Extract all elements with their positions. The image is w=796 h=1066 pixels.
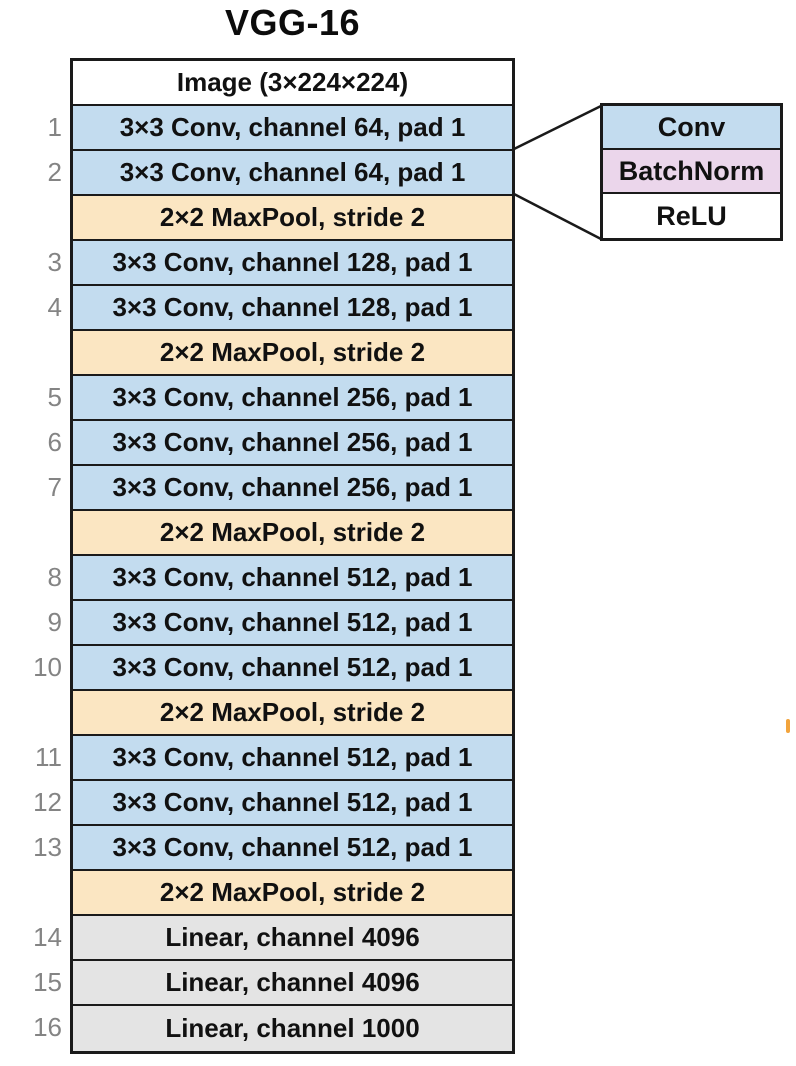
connector-line-top xyxy=(513,104,602,151)
layer-number: 15 xyxy=(33,967,62,997)
layer-row-image-0: Image (3×224×224) xyxy=(73,61,512,106)
layer-row-16: 16 Linear, channel 1000 xyxy=(33,1006,512,1051)
layer-label: 2×2 MaxPool, stride 2 xyxy=(159,697,426,727)
layer-label: 3×3 Conv, channel 256, pad 1 xyxy=(112,472,473,502)
layer-label: 3×3 Conv, channel 512, pad 1 xyxy=(112,652,473,682)
layer-number: 5 xyxy=(47,382,62,412)
vgg16-stack: Image (3×224×224) 1 3×3 Conv, channel 64… xyxy=(33,58,515,1054)
layer-number: 4 xyxy=(47,292,62,322)
layer-row-13: 13 3×3 Conv, channel 512, pad 1 xyxy=(33,826,512,871)
layer-label: 3×3 Conv, channel 512, pad 1 xyxy=(112,832,473,862)
layer-label: Linear, channel 4096 xyxy=(165,967,420,997)
layer-label: 3×3 Conv, channel 128, pad 1 xyxy=(112,292,473,322)
layer-number: 14 xyxy=(33,922,62,952)
layer-row-pool-3: 2×2 MaxPool, stride 2 xyxy=(73,196,512,241)
layer-number: 10 xyxy=(33,652,62,682)
layer-number: 16 xyxy=(33,1012,62,1042)
layer-label: 3×3 Conv, channel 256, pad 1 xyxy=(112,382,473,412)
layer-label: 2×2 MaxPool, stride 2 xyxy=(159,337,426,367)
layer-label: 3×3 Conv, channel 512, pad 1 xyxy=(112,787,473,817)
layer-label: 3×3 Conv, channel 128, pad 1 xyxy=(112,247,473,277)
layer-number: 6 xyxy=(47,427,62,457)
connector-line-bottom xyxy=(513,192,602,241)
stray-orange-mark xyxy=(786,719,790,733)
layer-row-5: 5 3×3 Conv, channel 256, pad 1 xyxy=(48,376,512,421)
layer-number: 13 xyxy=(33,832,62,862)
layer-row-2: 2 3×3 Conv, channel 64, pad 1 xyxy=(48,151,512,196)
layer-row-pool-14: 2×2 MaxPool, stride 2 xyxy=(73,691,512,736)
layer-number: 8 xyxy=(47,562,62,592)
layer-row-8: 8 3×3 Conv, channel 512, pad 1 xyxy=(48,556,512,601)
layer-number xyxy=(20,511,62,554)
layer-number xyxy=(20,61,62,104)
layer-number: 9 xyxy=(47,607,62,637)
layer-label: 3×3 Conv, channel 512, pad 1 xyxy=(112,562,473,592)
layer-label: 3×3 Conv, channel 256, pad 1 xyxy=(112,427,473,457)
layer-label: 2×2 MaxPool, stride 2 xyxy=(159,202,426,232)
layer-label: 2×2 MaxPool, stride 2 xyxy=(159,517,426,547)
layer-label: Linear, channel 1000 xyxy=(165,1013,420,1043)
inset-row-batchnorm: BatchNorm xyxy=(603,150,780,194)
layer-number: 11 xyxy=(35,742,62,772)
layer-number: 12 xyxy=(33,787,62,817)
layer-number xyxy=(20,871,62,914)
layer-label: Linear, channel 4096 xyxy=(165,922,420,952)
layer-row-14: 14 Linear, channel 4096 xyxy=(33,916,512,961)
layer-number: 7 xyxy=(47,472,62,502)
layer-number xyxy=(20,331,62,374)
layer-label: 2×2 MaxPool, stride 2 xyxy=(159,877,426,907)
layer-number: 2 xyxy=(47,157,62,187)
layer-label: Image (3×224×224) xyxy=(176,67,409,97)
layer-row-9: 9 3×3 Conv, channel 512, pad 1 xyxy=(48,601,512,646)
layer-label: 3×3 Conv, channel 64, pad 1 xyxy=(119,112,466,142)
inset-row-relu: ReLU xyxy=(603,194,780,238)
layer-label: 3×3 Conv, channel 512, pad 1 xyxy=(112,607,473,637)
layer-row-pool-10: 2×2 MaxPool, stride 2 xyxy=(73,511,512,556)
layer-number xyxy=(20,196,62,239)
layer-row-10: 10 3×3 Conv, channel 512, pad 1 xyxy=(33,646,512,691)
layer-number xyxy=(20,691,62,734)
layer-label: 3×3 Conv, channel 64, pad 1 xyxy=(119,157,466,187)
layer-row-pool-6: 2×2 MaxPool, stride 2 xyxy=(73,331,512,376)
inset-row-conv: Conv xyxy=(603,106,780,150)
layer-row-15: 15 Linear, channel 4096 xyxy=(33,961,512,1006)
diagram-title: VGG-16 xyxy=(224,2,361,43)
layer-label: 3×3 Conv, channel 512, pad 1 xyxy=(112,742,473,772)
layer-row-1: 1 3×3 Conv, channel 64, pad 1 xyxy=(48,106,512,151)
layer-row-11: 11 3×3 Conv, channel 512, pad 1 xyxy=(35,736,512,781)
layer-row-4: 4 3×3 Conv, channel 128, pad 1 xyxy=(48,286,512,331)
layer-number: 1 xyxy=(47,112,62,142)
layer-row-12: 12 3×3 Conv, channel 512, pad 1 xyxy=(33,781,512,826)
layer-row-pool-18: 2×2 MaxPool, stride 2 xyxy=(73,871,512,916)
layer-row-6: 6 3×3 Conv, channel 256, pad 1 xyxy=(48,421,512,466)
layer-row-7: 7 3×3 Conv, channel 256, pad 1 xyxy=(48,466,512,511)
layer-number: 3 xyxy=(47,247,62,277)
layer-row-3: 3 3×3 Conv, channel 128, pad 1 xyxy=(48,241,512,286)
